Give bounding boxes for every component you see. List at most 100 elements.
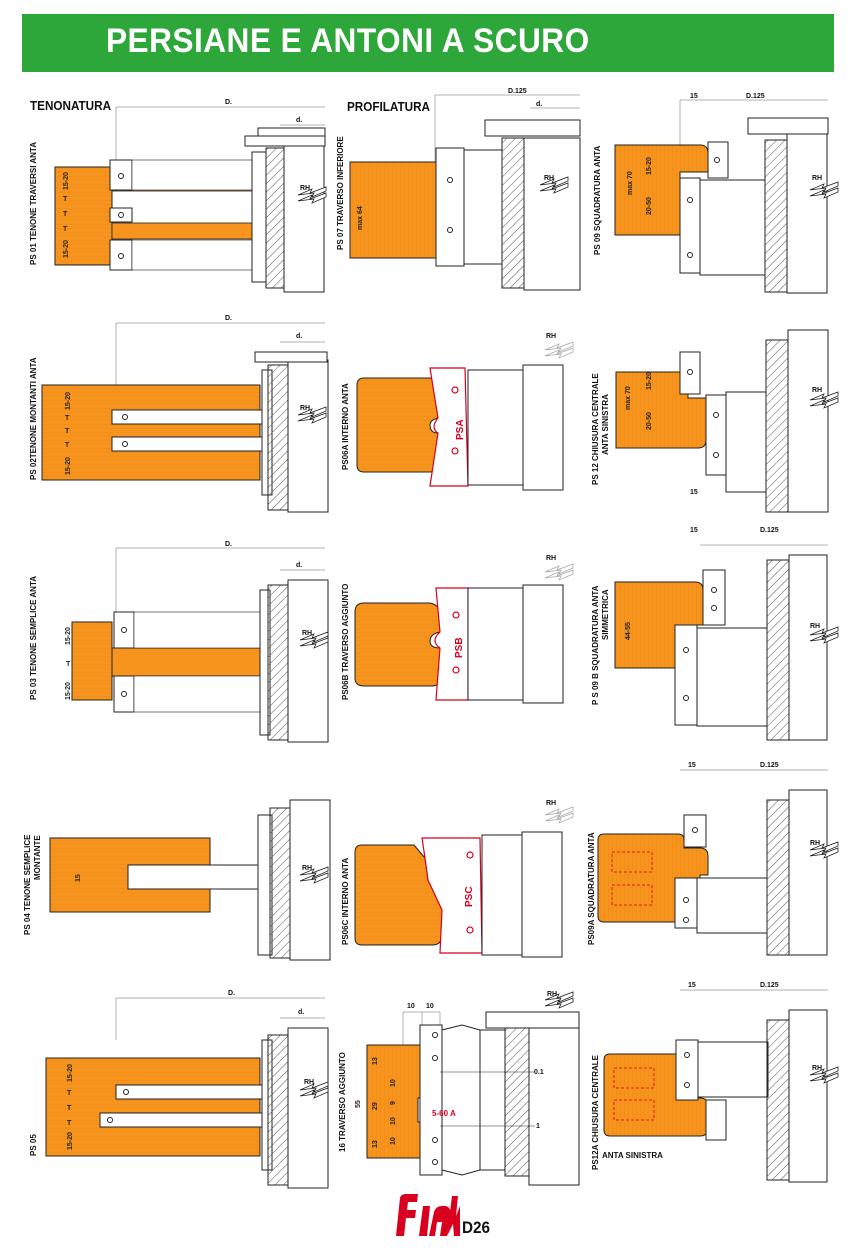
rh-ps03: RH [302, 630, 312, 637]
dim-tr16-10b: 10 [426, 1003, 434, 1010]
label-ps04: PS 04 TENONE SEMPLICE [23, 834, 32, 935]
dim-ps12-max: max 70 [625, 386, 632, 410]
dim-tr16-10d: 10 [390, 1117, 397, 1125]
dim-ps03-d2: d. [296, 562, 302, 569]
panel-ps07 [349, 94, 581, 291]
dim-tr16-01: 0.1 [534, 1069, 544, 1076]
dim-ps01-t3: T [63, 226, 68, 233]
panel-ps06b [354, 563, 574, 704]
dim-ps03-r1: 15-20 [65, 627, 72, 645]
fiak-logo-icon [396, 1194, 460, 1236]
label-ps07: PS 07 TRAVERSO INFERIORE [336, 136, 345, 250]
dim-tr16-55: 55 [355, 1100, 362, 1108]
panel-ps12 [615, 329, 839, 513]
rh-ps06b: RH [546, 555, 556, 562]
dim-ps07-d2: d. [536, 101, 542, 108]
dim-tr16-10c: 10 [390, 1079, 397, 1087]
psb-label: PSB [454, 637, 465, 658]
dim-ps12-15: 15 [690, 489, 698, 496]
column-header-tenonatura: TENONATURA [30, 98, 112, 113]
dim-ps01-d: D. [225, 99, 232, 106]
dim-ps09-r2: 20-50 [646, 197, 653, 215]
dim-ps03-d: D. [225, 541, 232, 548]
cut-tr16: 5-60 A [432, 1109, 456, 1118]
dim-ps09b-15: 15 [690, 527, 698, 534]
dim-ps01-d2: d. [296, 117, 302, 124]
dim-ps09b-r: 44-55 [625, 622, 632, 640]
dim-ps02-t1: T [65, 415, 70, 422]
dim-ps12-r1: 15-20 [646, 372, 653, 390]
panel-ps04 [49, 799, 331, 961]
rh-ps12a: RH [812, 1065, 822, 1072]
dim-ps09a-15: 15 [688, 762, 696, 769]
dim-ps05-d2: d. [298, 1009, 304, 1016]
label-ps12a: PS12A CHIUSURA CENTRALE [591, 1054, 600, 1170]
rh-ps02: RH [300, 405, 310, 412]
dim-ps05-t3: T [67, 1120, 72, 1127]
dim-ps03-t: T [66, 661, 71, 668]
label-ps06b: PS06B TRAVERSO AGGIUNTO [341, 584, 350, 700]
label-ps12: PS 12 CHIUSURA CENTRALE [591, 373, 600, 485]
dim-ps02-r1: 15-20 [65, 392, 72, 410]
panel-ps06a [356, 341, 574, 491]
label-tr16: 16 TRAVERSO AGGIUNTO [338, 1052, 347, 1152]
dim-ps09-r1: 15-20 [646, 157, 653, 175]
panel-ps09b [614, 544, 839, 741]
dim-ps05-d: D. [228, 990, 235, 997]
dim-ps05-t1: T [67, 1090, 72, 1097]
label-ps03: PS 03 TENONE SEMPLICE ANTA [29, 576, 38, 700]
dim-ps12a-d: D.125 [760, 982, 779, 989]
label-ps02: PS 02TENONE MONTANTI ANTA [29, 357, 38, 480]
dim-ps02-d2: d. [296, 333, 302, 340]
dim-ps02-t3: T [65, 442, 70, 449]
label-ps06c: PS06C INTERNO ANTA [341, 858, 350, 945]
dim-ps09a-d: D.125 [760, 762, 779, 769]
page-code: D26 [462, 1218, 491, 1237]
dim-ps07-max: max 64 [357, 206, 364, 230]
column-header-profilatura: PROFILATURA [347, 99, 430, 114]
title-banner [22, 14, 834, 72]
label-ps05: PS 05 [29, 1134, 38, 1156]
label-ps09b: P S 09 B SQUADRATURA ANTA [591, 585, 600, 705]
dim-tr16-10a: 10 [407, 1003, 415, 1010]
dim-ps04-r: 15 [75, 874, 82, 882]
dim-ps12a-15: 15 [688, 982, 696, 989]
dim-ps09-d: D.125 [746, 93, 765, 100]
rh-ps09: RH [812, 175, 822, 182]
panel-ps03 [71, 547, 329, 743]
rh-ps05: RH [304, 1079, 314, 1086]
label-ps12-sub: ANTA SINISTRA [601, 394, 610, 455]
label-ps01: PS 01 TENONE TRAVERSI ANTA [29, 142, 38, 265]
panel-ps12a [603, 989, 839, 1183]
psc-label: PSC [464, 886, 475, 907]
dim-ps09b-d: D.125 [760, 527, 779, 534]
dim-tr16-10e: 10 [390, 1137, 397, 1145]
psa-label: PSA [455, 419, 466, 440]
rh-ps01: RH [300, 185, 310, 192]
rh-ps06a: RH [546, 333, 556, 340]
dim-ps07-d: D.125 [508, 88, 527, 95]
label-ps09a: PS09A SQUADRATURA ANTA [587, 832, 596, 945]
dim-ps01-t1: T [63, 196, 68, 203]
panel-ps01 [54, 106, 327, 293]
rh-tr16: RH [547, 991, 557, 998]
label-ps12a-sub: ANTA SINISTRA [602, 1151, 663, 1160]
panel-ps09 [614, 99, 839, 294]
dim-tr16-9: 9 [390, 1101, 397, 1105]
rh-ps09b: RH [810, 623, 820, 630]
rh-ps06c: RH [546, 800, 556, 807]
label-ps09: PS 09 SQUADRATURA ANTA [593, 145, 602, 255]
panel-ps02 [41, 322, 329, 513]
label-ps09b-sub: SIMMETRICA [601, 589, 610, 640]
page-title: PERSIANE E ANTONI A SCURO [106, 22, 590, 60]
dim-ps05-r1: 15-20 [67, 1064, 74, 1082]
dim-tr16-13a: 13 [372, 1057, 379, 1065]
dim-tr16-29: 29 [372, 1102, 379, 1110]
panel-ps09a [597, 769, 839, 956]
dim-tr16-1: 1 [536, 1123, 540, 1130]
panel-ps05 [45, 997, 329, 1189]
rh-ps12: RH [812, 387, 822, 394]
dim-ps03-r2: 15-20 [65, 682, 72, 700]
dim-ps09-max: max 70 [627, 171, 634, 195]
